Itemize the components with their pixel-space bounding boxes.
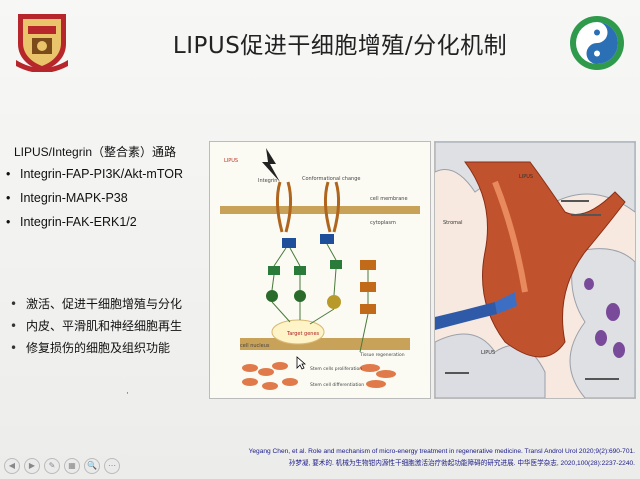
stromal-label: Stromal xyxy=(443,220,462,226)
cytoplasm-label: cytoplasm xyxy=(370,220,396,226)
yin-yang-logo-icon xyxy=(570,16,624,70)
zoom-button[interactable]: 🔍 xyxy=(84,458,100,474)
svg-text:LIPUS: LIPUS xyxy=(224,158,238,164)
citation-line-1: Yegang Chen, et al. Role and mechanism o… xyxy=(248,448,635,455)
list-item: •激活、促进干细胞增殖与分化 xyxy=(10,297,183,311)
list-item: •内皮、平滑肌和神经细胞再生 xyxy=(10,319,183,333)
target-genes-label: Target genes xyxy=(286,331,320,337)
lipus-bottom-label: LIPUS xyxy=(481,350,495,356)
list-item: •Integrin-FAK-ERK1/2 xyxy=(6,215,137,229)
more-options-button[interactable]: ⋯ xyxy=(104,458,120,474)
list-item: •Integrin-FAP-PI3K/Akt-mTOR xyxy=(6,167,184,181)
regeneration-label: Tissue regeneration xyxy=(359,352,405,358)
membrane-label: cell membrane xyxy=(370,196,408,202)
slide-grid-button[interactable]: ▦ xyxy=(64,458,80,474)
blood-vessel xyxy=(435,302,497,330)
differentiation-label: Stem cell differentiation xyxy=(310,382,364,388)
stray-mark: · xyxy=(126,389,129,399)
university-emblem-icon xyxy=(16,14,68,72)
next-slide-button[interactable]: ▶ xyxy=(24,458,40,474)
citation-line-2: 孙梦凝, 要术的. 机械为生物钳内源性干细胞激活治疗勃起功能障碍的研究进展. 中… xyxy=(288,460,635,467)
list-item: •修复损伤的细胞及组织功能 xyxy=(10,341,171,355)
pathway-list: •Integrin-FAP-PI3K/Akt-mTOR •Integrin-MA… xyxy=(6,164,183,236)
ultrasound-bolt-icon xyxy=(262,148,280,182)
slide-title: LIPUS促进干细胞增殖/分化机制 xyxy=(172,33,508,59)
nucleus-label: cell nucleus xyxy=(240,343,270,349)
lipus-top-label: LIPUS xyxy=(519,174,533,180)
tissue-niche-figure: LIPUS Stromal LIPUS xyxy=(434,141,636,399)
proliferation-label: Stem cells proliferation xyxy=(310,366,362,372)
pathway-heading: LIPUS/Integrin（整合素）通路 xyxy=(14,145,177,159)
previous-slide-button[interactable]: ◀ xyxy=(4,458,20,474)
citation: Yegang Chen, et al. Role and mechanism o… xyxy=(210,446,635,470)
integrin-label: Integrin xyxy=(258,178,277,184)
slideshow-controls: ◀ ▶ ✎ ▦ 🔍 ⋯ xyxy=(4,458,120,474)
effects-list: •激活、促进干细胞增殖与分化 •内皮、平滑肌和神经细胞再生 •修复损伤的细胞及组… xyxy=(10,294,182,360)
signaling-pathway-figure: LIPUS cell membrane cytoplasm Integrin C… xyxy=(209,141,431,399)
list-item: •Integrin-MAPK-P38 xyxy=(6,191,128,205)
conformational-label: Conformational change xyxy=(302,176,360,182)
mouse-cursor-icon xyxy=(296,356,306,370)
cell-membrane xyxy=(220,206,420,214)
pen-tool-button[interactable]: ✎ xyxy=(44,458,60,474)
